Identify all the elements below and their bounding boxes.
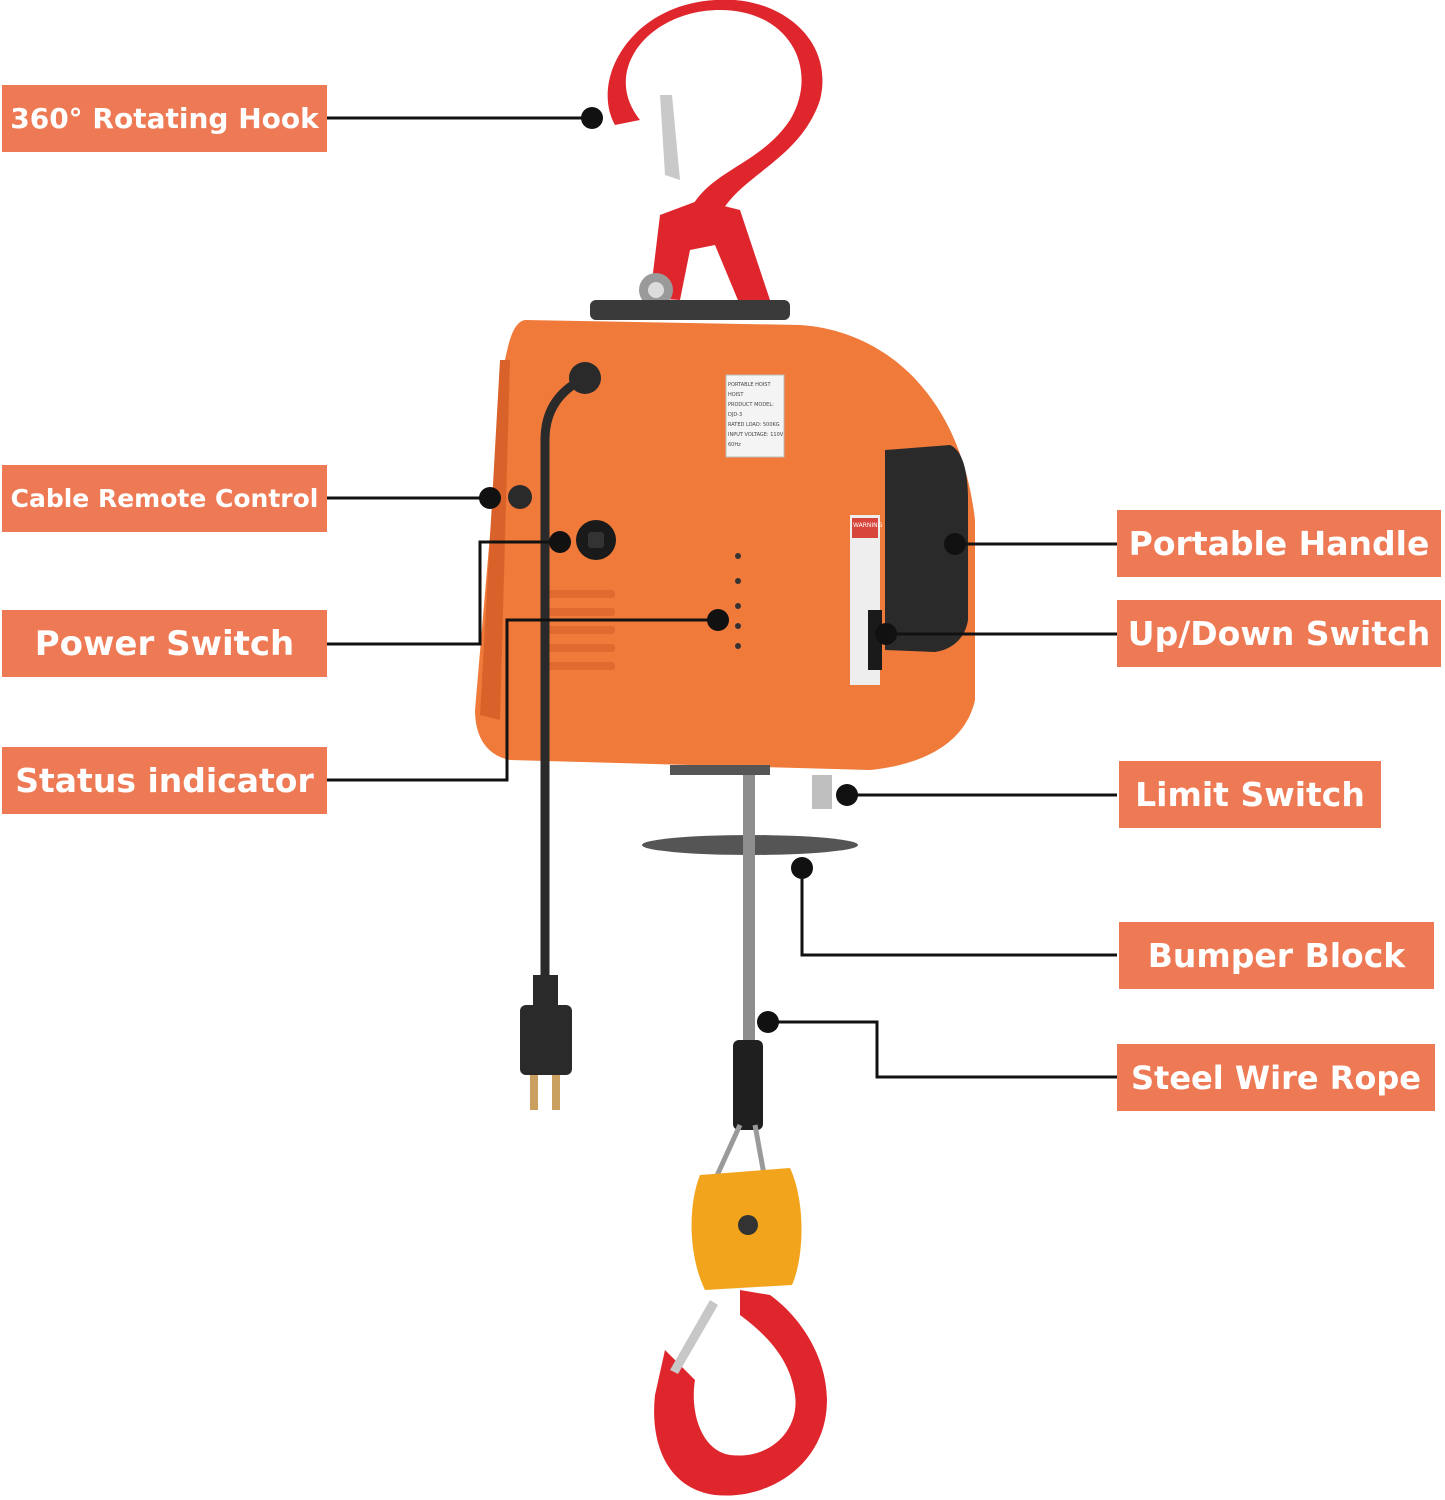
leader-lines (327, 116, 1117, 1079)
label-portable-handle: Portable Handle (1117, 510, 1441, 577)
bottom-hook-icon (654, 1290, 827, 1496)
warning-label-text: WARNING (853, 522, 883, 529)
callout-dots (479, 107, 966, 1033)
label-limit-switch: Limit Switch (1119, 761, 1381, 828)
steel-wire-rope-part (743, 775, 755, 1075)
label-status-indicator: Status indicator (2, 747, 327, 814)
label-cable-remote: Cable Remote Control (2, 465, 327, 532)
product-plate-load: RATED LOAD: 500KG (728, 422, 780, 428)
hoist-body (475, 300, 975, 770)
limit-switch-part (812, 775, 832, 809)
label-rotating-hook: 360° Rotating Hook (2, 85, 327, 152)
label-up-down-switch: Up/Down Switch (1117, 600, 1441, 667)
product-plate-model: PRODUCT MODEL: DJD-3 (728, 402, 774, 418)
top-hook-icon (607, 0, 823, 307)
power-plug-icon (508, 362, 601, 1110)
swivel-block-icon (691, 1168, 802, 1290)
product-plate-voltage: INPUT VOLTAGE: 110V 60Hz (728, 432, 784, 448)
product-plate: PORTABLE HOIST HOIST PRODUCT MODEL: DJD-… (728, 380, 784, 450)
label-power-switch: Power Switch (2, 610, 327, 677)
label-bumper-block: Bumper Block (1119, 922, 1434, 989)
product-plate-title: PORTABLE HOIST HOIST (728, 382, 771, 398)
label-steel-wire-rope: Steel Wire Rope (1117, 1044, 1435, 1111)
